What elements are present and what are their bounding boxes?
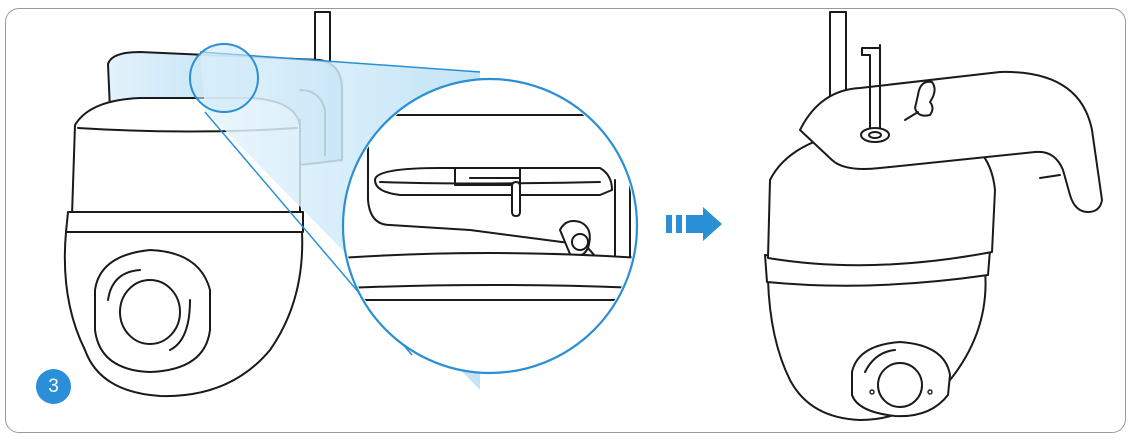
step-number-badge: 3 [36,369,71,404]
magnifier-source-circle [189,43,259,113]
right-camera [764,11,1103,421]
step-number-label: 3 [48,375,59,397]
right-arrow-icon [666,207,722,241]
magnifier-detail [341,77,639,375]
mount-arm [799,70,1103,213]
